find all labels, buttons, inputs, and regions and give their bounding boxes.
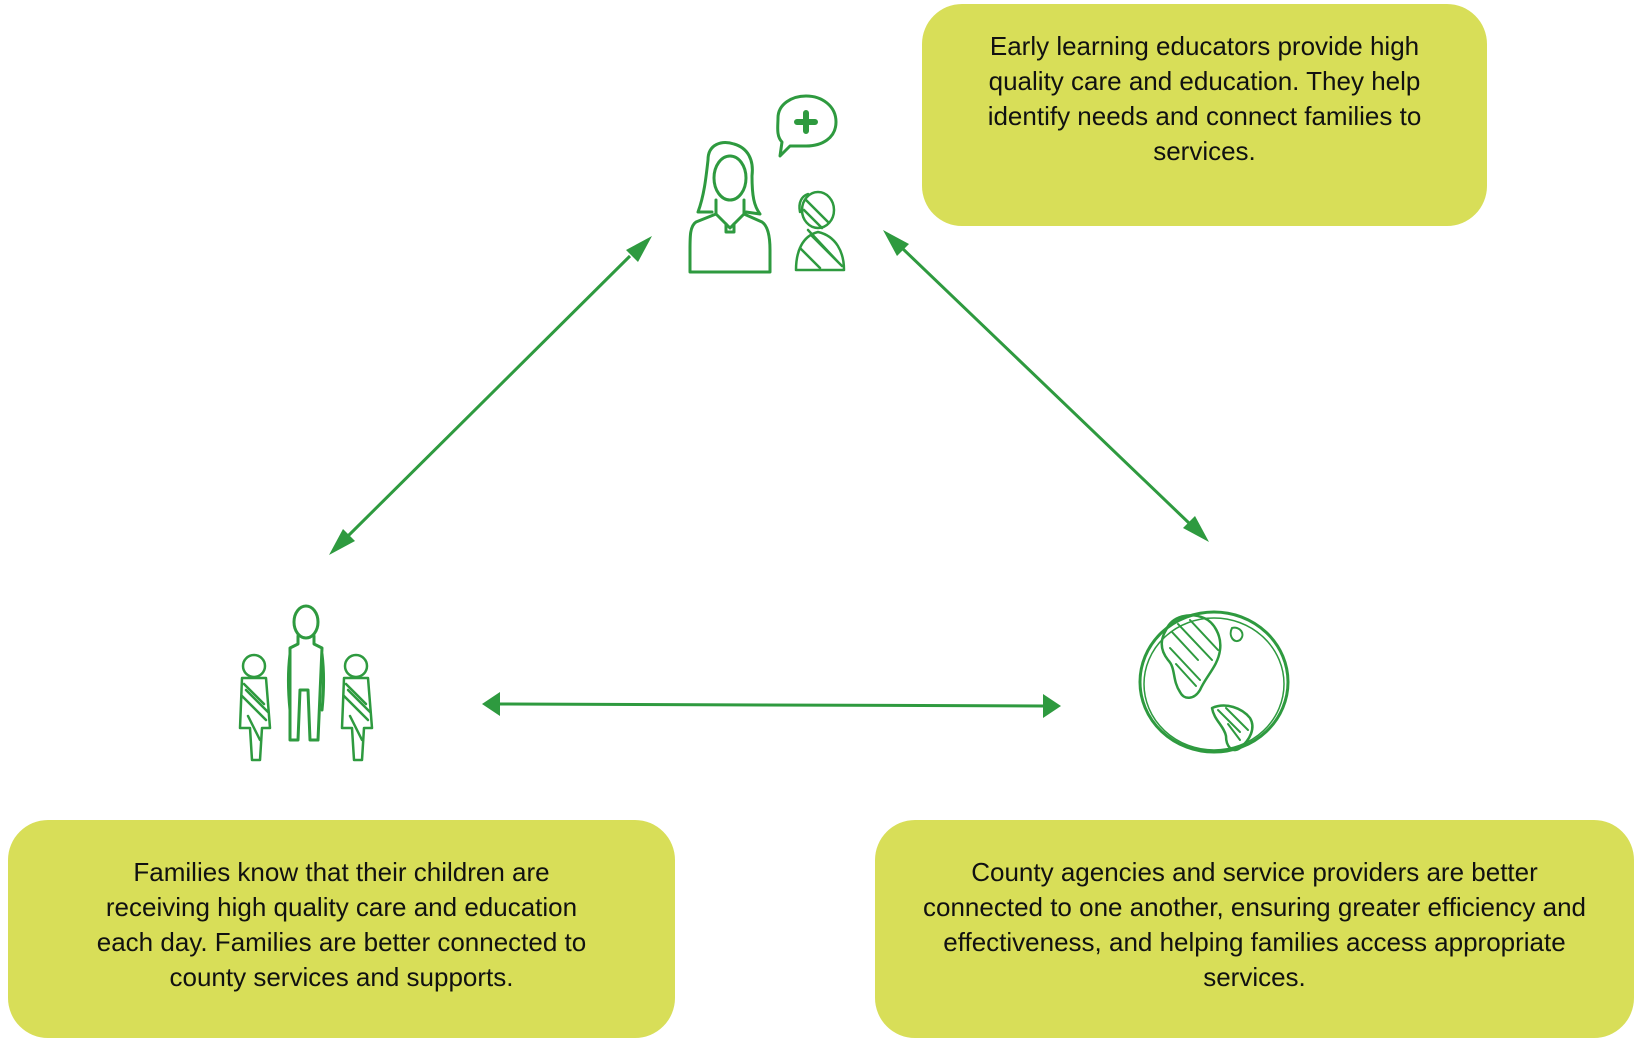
county-description-box: County agencies and service providers ar… — [875, 820, 1634, 1038]
educators-description: Early learning educators provide high qu… — [987, 31, 1422, 166]
educator-and-health-provider-icon — [688, 94, 846, 274]
educators-description-box: Early learning educators provide high qu… — [922, 4, 1487, 226]
arrow-educators-families — [329, 236, 652, 555]
arrow-families-county — [482, 692, 1061, 718]
families-description-box: Families know that their children are re… — [8, 820, 675, 1038]
arrow-educators-county — [883, 230, 1209, 542]
globe-icon — [1138, 610, 1290, 754]
family-icon — [238, 604, 374, 762]
families-description: Families know that their children are re… — [96, 857, 587, 992]
county-description: County agencies and service providers ar… — [923, 857, 1586, 992]
